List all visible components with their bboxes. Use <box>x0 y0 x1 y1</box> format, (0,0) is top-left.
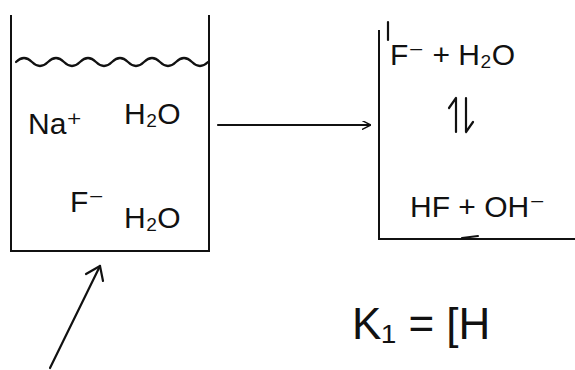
vessel-tick <box>387 22 389 40</box>
floor-mark <box>462 236 478 238</box>
formula-text: F⁻ + H₂O <box>390 38 515 71</box>
equilibrium-arrows <box>449 98 473 132</box>
equation-text: K₁ = [H <box>352 300 490 348</box>
formula-text: HF + OH⁻ <box>410 190 545 223</box>
formula-text: F⁻ <box>70 185 104 218</box>
beaker: Na⁺ H₂O F⁻ H₂O <box>10 15 210 252</box>
formula-text: Na⁺ <box>28 107 82 140</box>
pointer-arrow <box>50 266 103 368</box>
formula-text: H₂O <box>124 201 181 234</box>
reaction-vessel: F⁻ + H₂O HF + OH⁻ <box>378 30 575 240</box>
formula-text: H₂O <box>124 97 181 130</box>
reaction-arrow <box>218 124 370 126</box>
water-surface <box>16 58 208 66</box>
